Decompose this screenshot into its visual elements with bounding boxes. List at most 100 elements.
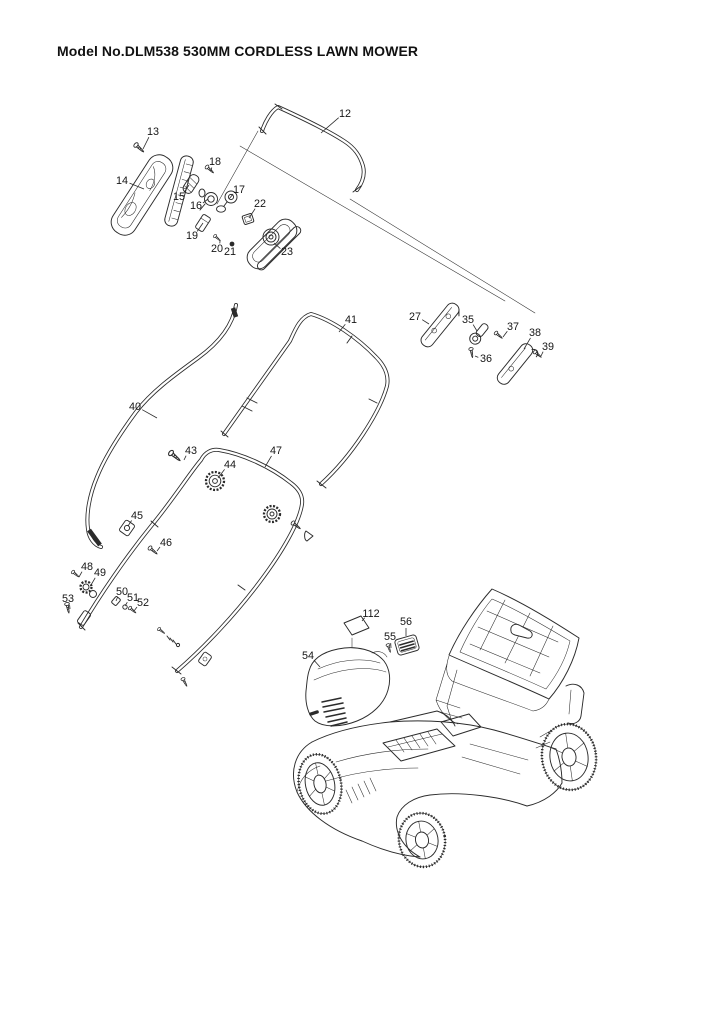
callout-leader-49 [90,577,96,586]
screw-55 [385,642,393,654]
upper-handle-41 [220,312,390,489]
callout-leader-19 [196,222,204,232]
callout-36: 36 [480,353,492,365]
mower-body [293,588,598,869]
callout-leader-27 [421,319,430,325]
pivot-hub-16 [198,188,218,211]
bag-handle-slot [510,623,533,639]
callout-37: 37 [507,321,519,333]
screw-48 [70,569,81,579]
callout-40: 40 [129,401,141,413]
callout-112: 112 [362,608,379,620]
label-sticker-112 [343,615,370,636]
callout-leader-41 [338,323,346,333]
callout-leader-52 [133,606,138,612]
callout-14: 14 [116,175,128,187]
callout-leader-14 [129,182,145,190]
callout-38: 38 [529,327,541,339]
callout-39: 39 [542,341,554,353]
deck [293,710,563,858]
callout-leader-38 [523,337,531,350]
wheel-rear-right [540,722,598,792]
callout-leader-23 [273,242,281,249]
callout-leader-47 [264,455,272,468]
callout-leader-40 [142,409,158,419]
callout-54: 54 [302,650,314,662]
callout-50: 50 [116,586,128,598]
callout-23: 23 [281,246,293,258]
callout-leader-16 [202,198,209,204]
wheel-front-right [397,811,447,869]
control-rod-40 [85,303,239,549]
callout-leader-112 [361,617,366,622]
callout-47: 47 [270,445,282,457]
callout-15: 15 [173,191,185,203]
callout-leader-18 [210,167,213,172]
lower-leg-fasteners [156,626,212,688]
brand-logo [309,710,319,716]
callout-17: 17 [233,184,245,196]
knob-44 [204,470,226,492]
callout-16: 16 [190,200,202,212]
callout-leader-15 [183,184,190,193]
callout-51: 51 [127,592,139,604]
handle-lock-cluster [63,569,138,626]
callout-leader-50 [115,596,118,602]
callout-leader-22 [248,208,256,219]
switch-lever-assembly [110,141,302,271]
knob-49 [79,580,93,594]
dial-17 [216,190,238,213]
callout-13: 13 [147,126,159,138]
callout-41: 41 [345,314,357,326]
callout-leader-12 [320,117,339,134]
block-22 [241,213,255,225]
bracket-27 [420,302,460,348]
bail-handle-12 [258,103,366,193]
callout-19: 19 [186,230,198,242]
clamp-45 [119,519,135,537]
callout-leader-44 [217,469,225,479]
callout-46: 46 [160,537,172,549]
callout-leader-13 [142,137,150,150]
callout-leader-35 [472,324,478,332]
callout-45: 45 [131,510,143,522]
cap-50 [111,596,121,606]
callout-44: 44 [224,459,236,471]
lower-handle-47 [63,447,314,688]
callout-leader-39 [540,351,544,357]
callout-48: 48 [81,561,93,573]
bracket-38 [496,343,539,385]
callout-20: 20 [211,243,223,255]
vent-grille-56 [394,634,420,656]
screw-37 [493,330,505,341]
callout-leader-17 [228,193,234,200]
screw-52 [127,605,138,615]
knob-right [262,504,314,542]
callout-53: 53 [62,593,74,605]
screw-36 [468,346,476,359]
callout-leader-43 [183,455,187,461]
grass-bag [446,588,580,712]
callout-22: 22 [254,198,266,210]
callout-12: 12 [339,108,351,120]
construction-lines [216,130,536,314]
callout-leader-54 [313,659,321,668]
motor-cover-54 [305,647,391,727]
callout-18: 18 [209,156,221,168]
lever-housing [110,154,174,236]
motor-cover-assembly [305,615,420,727]
screw-20 [212,233,222,243]
callout-43: 43 [185,445,197,457]
sleeve-35 [469,323,489,345]
bolt-43 [167,448,183,464]
callout-49: 49 [94,567,106,579]
washer-51 [122,604,128,610]
callout-35: 35 [462,314,474,326]
spring-15 [182,174,200,194]
callout-27: 27 [409,311,421,323]
wheel-front-left [297,753,343,815]
callout-leader-48 [78,571,83,578]
callout-leader-45 [127,520,132,527]
